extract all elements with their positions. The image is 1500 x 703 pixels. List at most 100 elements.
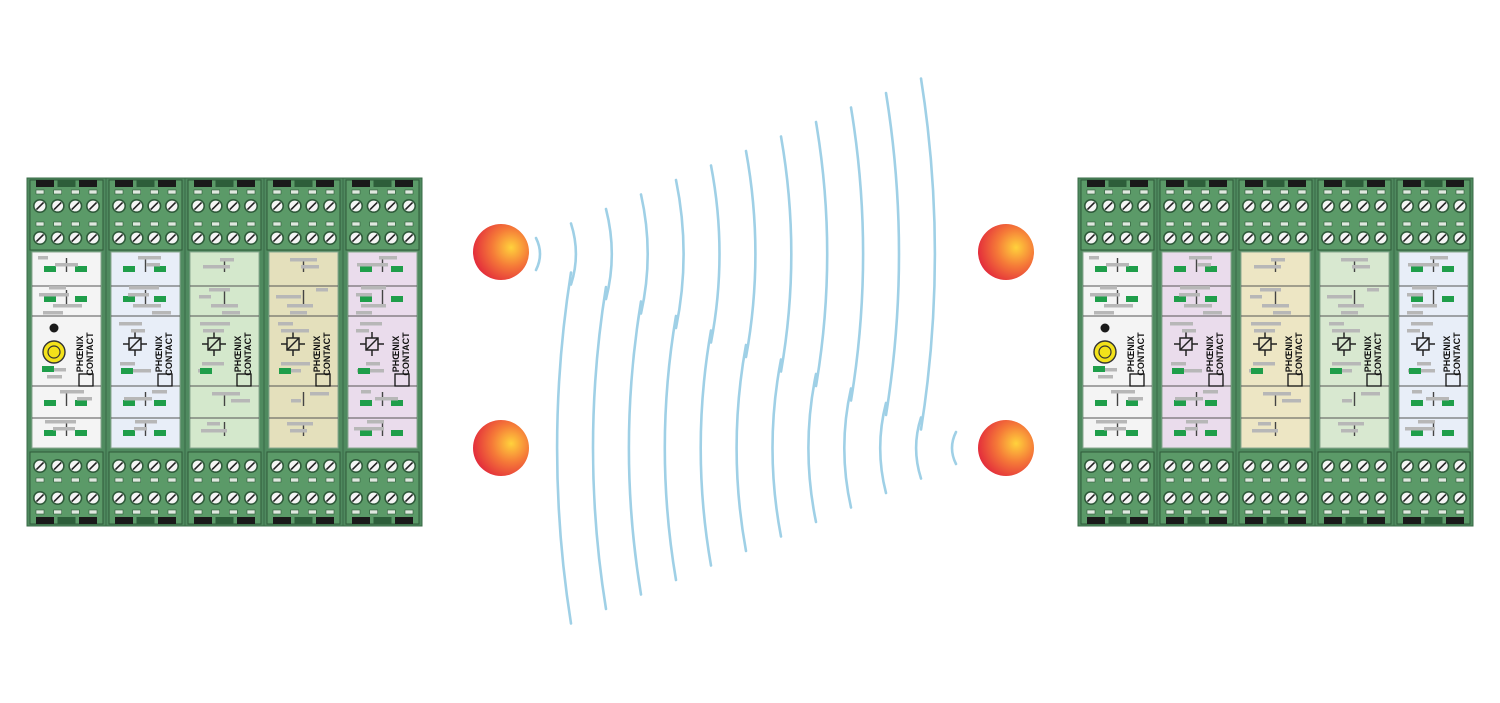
terminal-screw — [1180, 490, 1195, 505]
terminal-screw — [1259, 458, 1274, 473]
status-led — [1205, 266, 1217, 272]
terminal-screw — [322, 199, 337, 214]
terminal-screw — [208, 458, 223, 473]
terminal-screw — [1435, 231, 1450, 246]
signal-wave-arc — [771, 358, 783, 538]
node-left-bottom — [473, 420, 529, 476]
status-led — [358, 368, 370, 374]
terminal-screw — [1417, 490, 1432, 505]
terminal-screw — [1400, 458, 1415, 473]
terminal-screw — [1321, 199, 1336, 214]
terminal-screw — [1374, 490, 1389, 505]
terminal-screw — [1295, 490, 1310, 505]
status-led — [391, 400, 403, 406]
terminal-screw — [1119, 231, 1134, 246]
brand-logo-icon — [1287, 373, 1303, 387]
status-led — [123, 430, 135, 436]
terminal-screw — [1084, 490, 1099, 505]
signal-wave-arc — [843, 387, 853, 509]
status-led — [360, 266, 372, 272]
signal-wave-arc — [699, 329, 713, 567]
brand-logo-icon — [315, 373, 331, 387]
status-led — [200, 368, 212, 374]
brand-name-line1: PHŒNIX — [233, 336, 243, 373]
terminal-screw — [1338, 231, 1353, 246]
terminal-screw — [1435, 490, 1450, 505]
brand-logo-icon — [1445, 373, 1461, 387]
module-front-panel — [1319, 251, 1390, 449]
brand-name-line1: PHŒNIX — [1126, 336, 1136, 373]
terminal-block-bottom — [108, 451, 183, 525]
terminal-screw — [1277, 458, 1292, 473]
status-led — [1126, 400, 1138, 406]
terminal-screw — [50, 458, 65, 473]
terminal-screw — [1295, 231, 1310, 246]
terminal-block-top — [345, 179, 420, 251]
terminal-screw — [129, 199, 144, 214]
signal-wave-arc — [919, 77, 937, 431]
status-led — [44, 296, 56, 302]
terminal-screw — [305, 199, 320, 214]
signal-wave-arc — [534, 236, 542, 272]
brand-logo-icon — [394, 373, 410, 387]
node-left-top — [473, 224, 529, 280]
brand-name-line2: CONTACT — [1136, 332, 1146, 376]
terminal-screw — [401, 458, 416, 473]
terminal-screw — [112, 490, 127, 505]
terminal-block-top — [1238, 179, 1313, 251]
terminal-screw — [1137, 231, 1152, 246]
terminal-screw — [244, 199, 259, 214]
status-led — [1442, 266, 1454, 272]
terminal-screw — [1137, 490, 1152, 505]
terminal-screw — [50, 490, 65, 505]
brand-logo-icon — [1129, 373, 1145, 387]
terminal-screw — [1198, 458, 1213, 473]
signal-waves-bottom — [555, 271, 958, 625]
signal-wave-arc — [849, 106, 865, 402]
signal-wave-arc — [591, 285, 608, 611]
terminal-screw — [226, 458, 241, 473]
terminal-screw — [1180, 458, 1195, 473]
status-led — [1126, 266, 1138, 272]
module-front-panel — [110, 251, 181, 449]
terminal-screw — [165, 490, 180, 505]
terminal-screw — [1216, 458, 1231, 473]
terminal-screw — [1084, 199, 1099, 214]
status-led — [1095, 430, 1107, 436]
terminal-screw — [1453, 199, 1468, 214]
signal-wave-arc — [663, 314, 678, 582]
reset-button-icon — [1093, 340, 1117, 364]
brand-name-line2: CONTACT — [85, 332, 95, 376]
terminal-block-bottom — [1238, 451, 1313, 525]
status-led — [1095, 296, 1107, 302]
transmitter-nodes — [473, 224, 1034, 476]
terminal-block-bottom — [345, 451, 420, 525]
terminal-screw — [1242, 231, 1257, 246]
terminal-screw — [366, 231, 381, 246]
terminal-screw — [68, 231, 83, 246]
terminal-screw — [1216, 490, 1231, 505]
terminal-screw — [1417, 231, 1432, 246]
terminal-screw — [68, 490, 83, 505]
terminal-screw — [1321, 458, 1336, 473]
status-led — [123, 400, 135, 406]
terminal-screw — [1338, 458, 1353, 473]
terminal-screw — [1084, 458, 1099, 473]
status-led — [154, 296, 166, 302]
terminal-screw — [366, 458, 381, 473]
status-led — [391, 296, 403, 302]
terminal-screw — [1119, 199, 1134, 214]
relay-coil-icon — [281, 332, 305, 356]
terminal-screw — [1435, 199, 1450, 214]
terminal-screw — [226, 490, 241, 505]
terminal-screw — [1356, 490, 1371, 505]
terminal-screw — [1216, 199, 1231, 214]
terminal-screw — [191, 231, 206, 246]
status-led — [1205, 296, 1217, 302]
status-led — [121, 368, 133, 374]
